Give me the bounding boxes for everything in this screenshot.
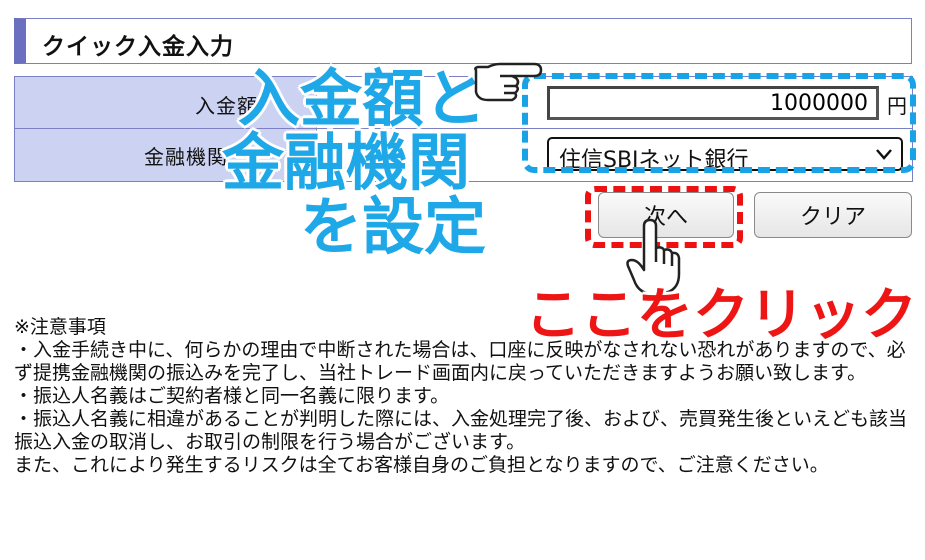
bank-label-cell: 金融機関 bbox=[15, 129, 317, 181]
amount-label: 入金額 bbox=[195, 94, 258, 118]
hand-pointing-up-icon bbox=[626, 218, 681, 296]
amount-row: 入金額 円 bbox=[15, 77, 912, 129]
next-button[interactable]: 次へ bbox=[598, 192, 734, 238]
notes-line-2: ・振込人名義はご契約者様と同一名義に限ります。 bbox=[14, 385, 450, 407]
amount-unit: 円 bbox=[887, 94, 907, 118]
notes-section: ※注意事項 ・入金手続き中に、何らかの理由で中断された場合は、口座に反映がなされ… bbox=[14, 316, 910, 477]
section-title: クイック入金入力 bbox=[42, 34, 234, 60]
clear-button[interactable]: クリア bbox=[754, 192, 912, 238]
bank-select-value: 住信SBIネット銀行 bbox=[559, 148, 749, 173]
callout-click-here: ここをクリック bbox=[525, 283, 917, 348]
notes-line-1: ・入金手続き中に、何らかの理由で中断された場合は、口座に反映がなされない恐れがあ… bbox=[14, 339, 906, 384]
amount-label-cell: 入金額 bbox=[15, 77, 317, 128]
callout-set-line1: 入金額と bbox=[238, 62, 487, 135]
bank-select[interactable]: 住信SBIネット銀行 bbox=[547, 137, 903, 173]
notes-heading: ※注意事項 bbox=[14, 316, 106, 338]
callout-set-line3: を設定 bbox=[300, 190, 487, 263]
notes-line-3: ・振込人名義に相違があることが判明した際には、入金処理完了後、および、売買発生後… bbox=[14, 408, 908, 453]
section-header: クイック入金入力 bbox=[14, 18, 912, 64]
amount-input[interactable] bbox=[547, 86, 879, 120]
callout-set-line2: 金融機関 bbox=[222, 126, 471, 199]
hand-pointing-right-icon bbox=[474, 62, 543, 102]
chevron-down-icon bbox=[876, 149, 892, 160]
bank-label: 金融機関 bbox=[144, 145, 228, 169]
notes-line-4: また、これにより発生するリスクは全てお客様自身のご負担となりますので、ご注意くだ… bbox=[14, 454, 829, 476]
deposit-form-table: 入金額 円 金融機関 住信SBIネット銀行 bbox=[14, 76, 913, 182]
